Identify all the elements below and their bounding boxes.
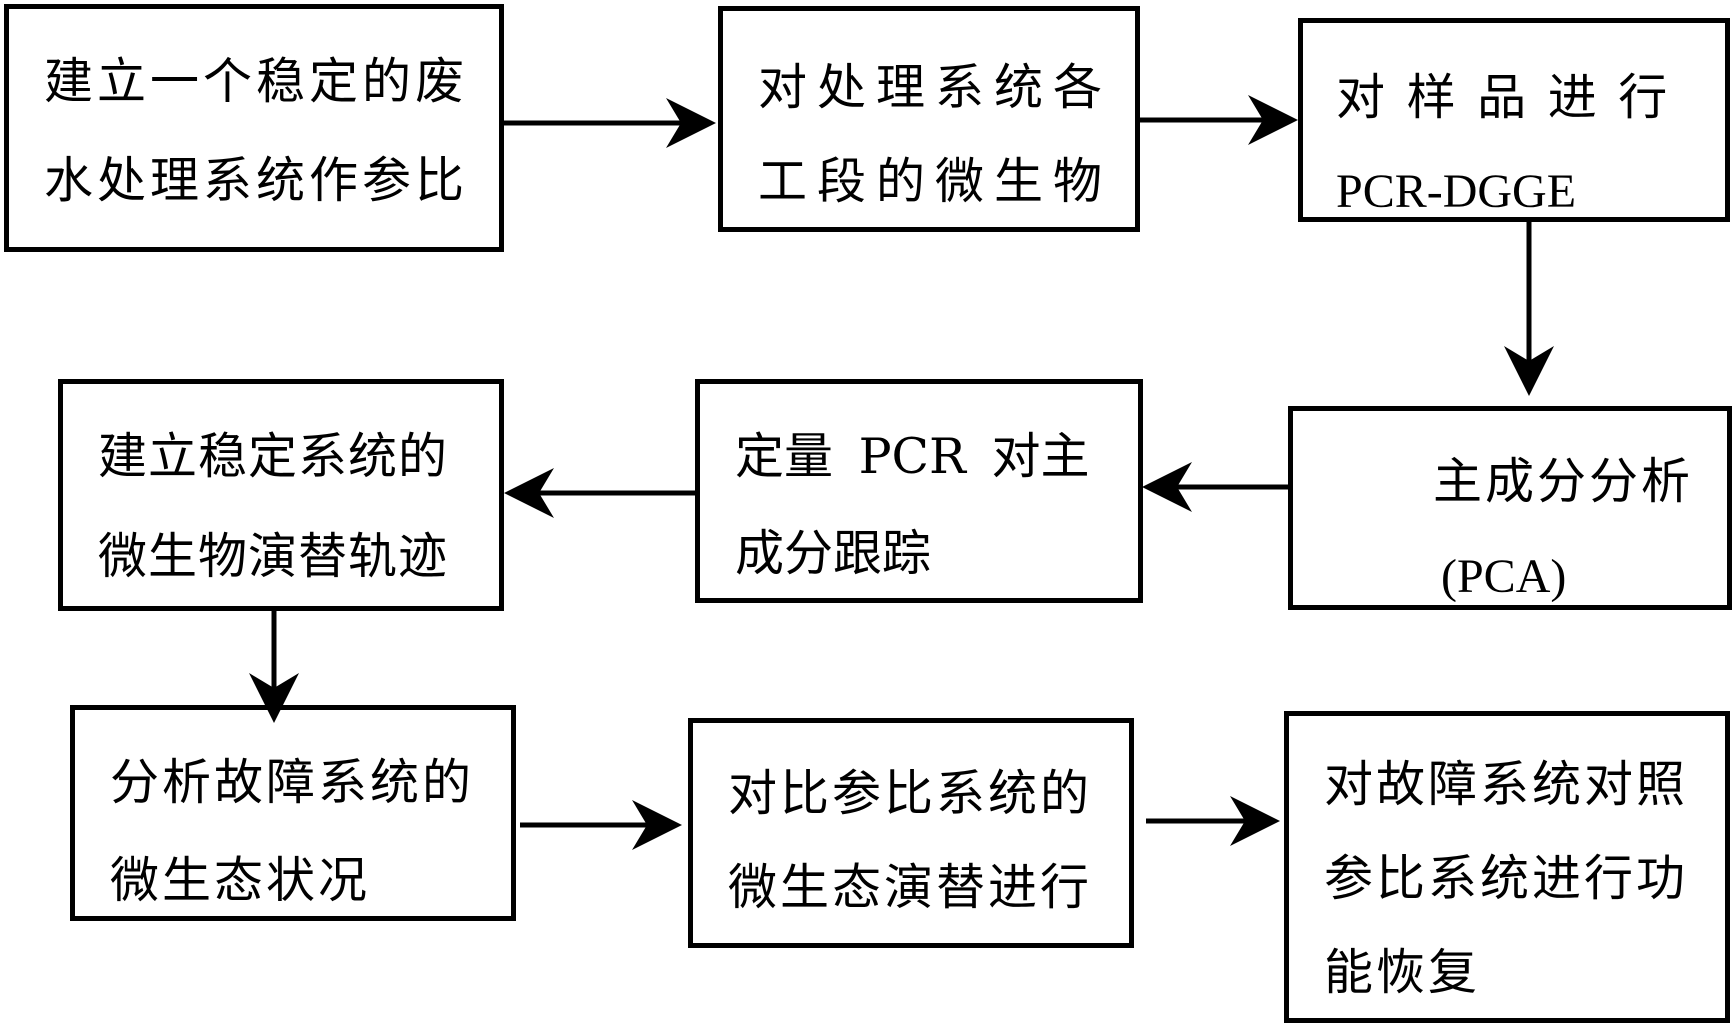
box-pca-line-1: 主成分分析 xyxy=(1433,453,1694,510)
box-succession-trajectory: 建立稳定系统的 微生物演替轨迹 xyxy=(58,379,504,611)
box-quantitative-pcr-line-2: 成分跟踪 xyxy=(735,525,932,582)
box-pca: 主成分分析 (PCA) xyxy=(1288,406,1732,610)
box-reference-system-line-2: 水处理系统作参比 xyxy=(44,152,469,209)
box-function-recovery-line-3: 能恢复 xyxy=(1324,944,1481,1001)
box-fault-analysis-line-1: 分析故障系统的 xyxy=(110,754,475,811)
box-sampling-microbes-line-1: 对处理系统各 xyxy=(758,59,1113,116)
box-compare-reference-line-2: 微生态演替进行 xyxy=(728,859,1093,916)
box-pcr-dgge: 对 样 品 进 行 PCR-DGGE xyxy=(1298,18,1730,222)
box-succession-trajectory-line-2: 微生物演替轨迹 xyxy=(98,528,449,585)
box-function-recovery-line-2: 参比系统进行功 xyxy=(1324,850,1689,907)
box-pca-line-2: (PCA) xyxy=(1441,550,1567,603)
box-fault-analysis: 分析故障系统的 微生态状况 xyxy=(70,705,516,921)
box-reference-system-line-1: 建立一个稳定的废 xyxy=(44,53,469,110)
box-fault-analysis-line-2: 微生态状况 xyxy=(110,852,371,909)
box-function-recovery-line-1: 对故障系统对照 xyxy=(1324,756,1689,813)
box-compare-reference-line-1: 对比参比系统的 xyxy=(728,765,1093,822)
box-reference-system: 建立一个稳定的废 水处理系统作参比 xyxy=(4,4,504,252)
box-function-recovery: 对故障系统对照 参比系统进行功 能恢复 xyxy=(1284,711,1730,1023)
box-pcr-dgge-line-2: PCR-DGGE xyxy=(1336,165,1577,218)
box-quantitative-pcr: 定量 PCR 对主 成分跟踪 xyxy=(695,379,1143,603)
box-quantitative-pcr-line-1: 定量 PCR 对主 xyxy=(735,428,1090,485)
box-pcr-dgge-line-1: 对 样 品 进 行 xyxy=(1336,69,1671,126)
box-compare-reference: 对比参比系统的 微生态演替进行 xyxy=(688,718,1134,948)
box-sampling-microbes-line-2: 工段的微生物 xyxy=(758,153,1113,210)
box-succession-trajectory-line-1: 建立稳定系统的 xyxy=(98,428,449,485)
